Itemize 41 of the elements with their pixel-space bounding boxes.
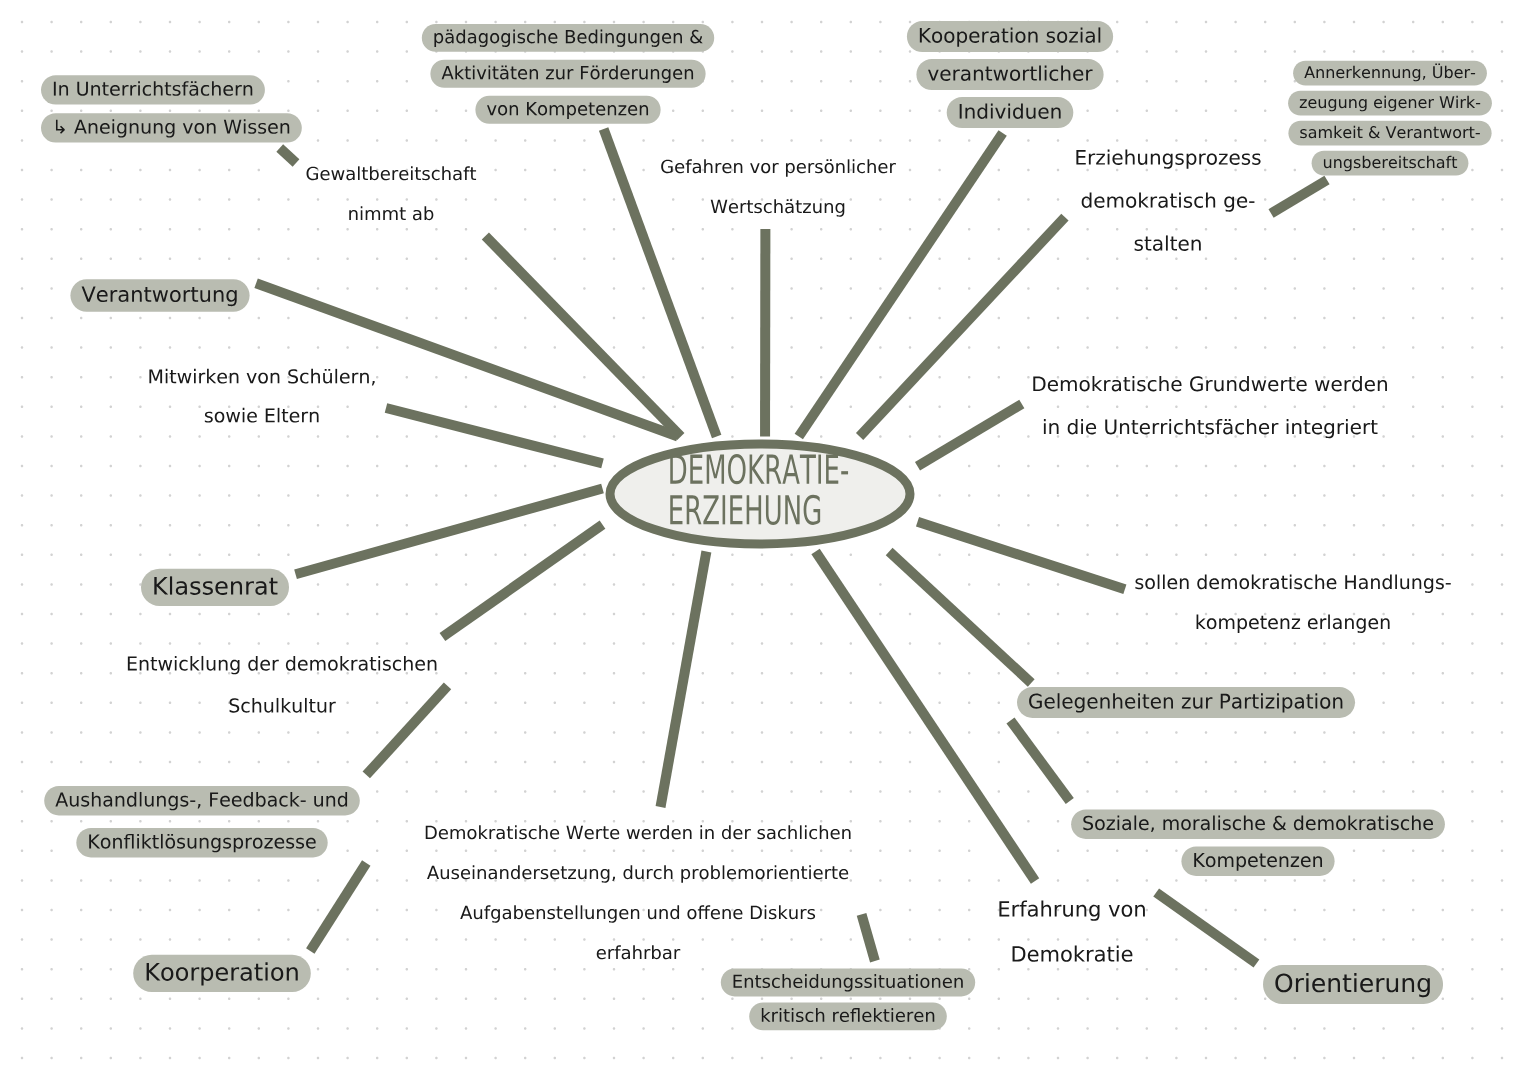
connector-line xyxy=(362,682,452,779)
note-text: Gewaltbereitschaft nimmt ab xyxy=(306,166,477,221)
connector-line xyxy=(276,144,300,167)
connector-line xyxy=(811,548,1040,884)
note-text: Erfahrung von Demokratie xyxy=(999,900,1145,962)
note-text: Demokratische Grundwerte werden in die Unterrichtsfächer integriert xyxy=(1033,375,1387,439)
connector-line xyxy=(306,860,371,954)
note-text: Erziehungsprozess demokratisch ge- stalten xyxy=(1076,149,1261,251)
connector-line xyxy=(439,520,606,642)
note-text: Gefahren vor persönlicher Wertschätzung xyxy=(661,159,896,217)
highlighted-text: Klassenrat xyxy=(141,568,289,606)
note-text: Mitwirken von Schülern, sowie Eltern xyxy=(149,368,375,423)
connector-line xyxy=(655,550,712,808)
note-text: sollen demokratische Handlungs- kompetenz erlangen xyxy=(1135,574,1451,633)
connector-line xyxy=(1153,888,1260,968)
note-text: Demokratische Werte werden in der sachlichen Auseinandersetzung, durch problemorientierte Aufgabenstellungen und offene Diskurs erfahrbar xyxy=(425,825,851,960)
highlighted-text: Annerkennung, Über- zeugung eigener Wirk- samkeit & Verantwort- ungsbereitschaft xyxy=(1288,60,1492,176)
highlighted-text: Orientierung xyxy=(1263,965,1443,1004)
connector-line xyxy=(855,213,1069,440)
highlighted-text: Verantwortung xyxy=(70,279,250,312)
connector-line xyxy=(885,547,1035,687)
highlighted-text: Koorperation xyxy=(133,954,311,992)
highlighted-text: Kooperation sozial verantwortlicher Individuen xyxy=(906,21,1114,129)
highlighted-text: Soziale, moralische & demokratische Kompetenzen xyxy=(1071,809,1445,876)
note-text: Entwicklung der demokratischen Schulkultur xyxy=(127,655,437,713)
connector-line xyxy=(915,517,1127,594)
connector-line xyxy=(598,127,722,439)
connector-line xyxy=(1268,175,1330,218)
connector-line xyxy=(294,483,604,580)
highlighted-text: In Unterrichtsfächern ↳ Aneignung von Wissen xyxy=(41,75,302,143)
highlighted-text: Gelegenheiten zur Partizipation xyxy=(1017,686,1355,718)
connector-line xyxy=(856,913,880,963)
connector-line xyxy=(384,403,604,469)
connector-line xyxy=(1006,717,1074,804)
connector-line xyxy=(760,228,771,437)
connector-line xyxy=(254,278,680,442)
connector-line xyxy=(481,232,685,440)
connector-line xyxy=(914,399,1025,471)
highlighted-text: Aushandlungs-, Feedback- und Konfliktlösungsprozesse xyxy=(44,786,360,858)
highlighted-text: pädagogische Bedingungen & Aktivitäten zur Förderungen von Kompetenzen xyxy=(421,23,715,124)
highlighted-text: Entscheidungssituationen kritisch reflektieren xyxy=(720,968,976,1031)
